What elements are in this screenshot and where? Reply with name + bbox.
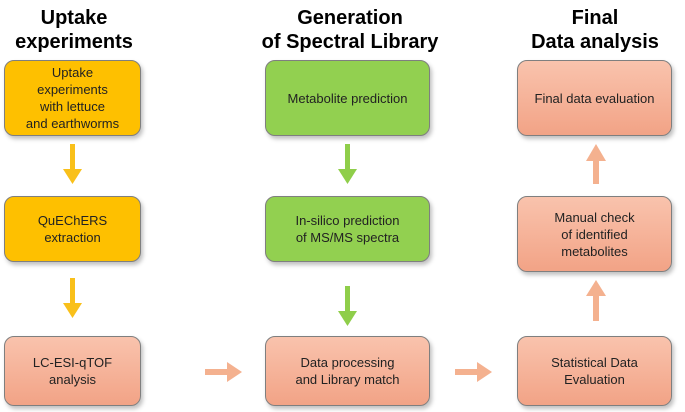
arrow-metabolite-to-insilico bbox=[338, 144, 357, 184]
arrow-quechers-to-lcms bbox=[63, 278, 82, 318]
box-final-data-evaluation: Final data evaluation bbox=[517, 60, 672, 136]
box-uptake-experiments: Uptake experiments with lettuce and eart… bbox=[4, 60, 141, 136]
box-lc-esi-qtof-analysis: LC-ESI-qTOF analysis bbox=[4, 336, 141, 406]
box-quechers-extraction: QuEChERS extraction bbox=[4, 196, 141, 262]
arrow-uptake-to-quechers bbox=[63, 144, 82, 184]
arrow-insilico-to-processing bbox=[338, 286, 357, 326]
box-in-silico-prediction: In-silico prediction of MS/MS spectra bbox=[265, 196, 430, 262]
box-manual-check: Manual check of identified metabolites bbox=[517, 196, 672, 272]
arrow-lcms-to-processing bbox=[205, 362, 242, 382]
arrow-manual-check-to-final bbox=[586, 144, 606, 184]
arrow-processing-to-statistical bbox=[455, 362, 492, 382]
box-data-processing: Data processing and Library match bbox=[265, 336, 430, 406]
heading-uptake-experiments: Uptake experiments bbox=[15, 7, 133, 53]
box-metabolite-prediction: Metabolite prediction bbox=[265, 60, 430, 136]
heading-spectral-library: Generation of Spectral Library bbox=[261, 7, 439, 53]
arrow-statistical-to-manual-check bbox=[586, 280, 606, 321]
box-statistical-data-evaluation: Statistical Data Evaluation bbox=[517, 336, 672, 406]
heading-data-analysis: Final Data analysis bbox=[531, 7, 659, 53]
